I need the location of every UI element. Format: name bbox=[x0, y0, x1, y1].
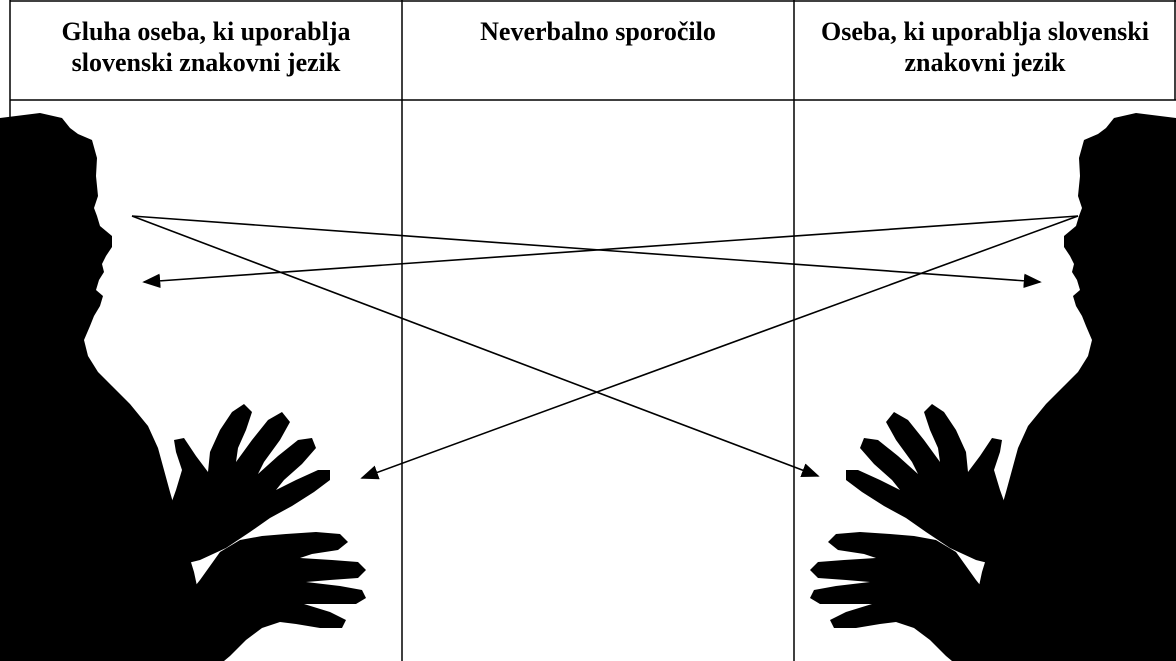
right-figure-silhouette bbox=[810, 113, 1176, 661]
header-signing-person: Oseba, ki uporablja slovenski znakovni j… bbox=[794, 0, 1176, 100]
header-signing-person-text: Oseba, ki uporablja slovenski znakovni j… bbox=[794, 16, 1176, 78]
left-figure-silhouette bbox=[0, 113, 366, 661]
header-deaf-person: Gluha oseba, ki uporablja slovenski znak… bbox=[10, 0, 402, 100]
header-nonverbal-message: Neverbalno sporočilo bbox=[402, 0, 794, 100]
header-deaf-person-text: Gluha oseba, ki uporablja slovenski znak… bbox=[10, 16, 402, 78]
arrow-left-eyes-to-right-face bbox=[132, 216, 1040, 282]
header-nonverbal-message-text: Neverbalno sporočilo bbox=[480, 16, 716, 47]
arrow-right-eyes-to-left-face bbox=[144, 216, 1078, 282]
